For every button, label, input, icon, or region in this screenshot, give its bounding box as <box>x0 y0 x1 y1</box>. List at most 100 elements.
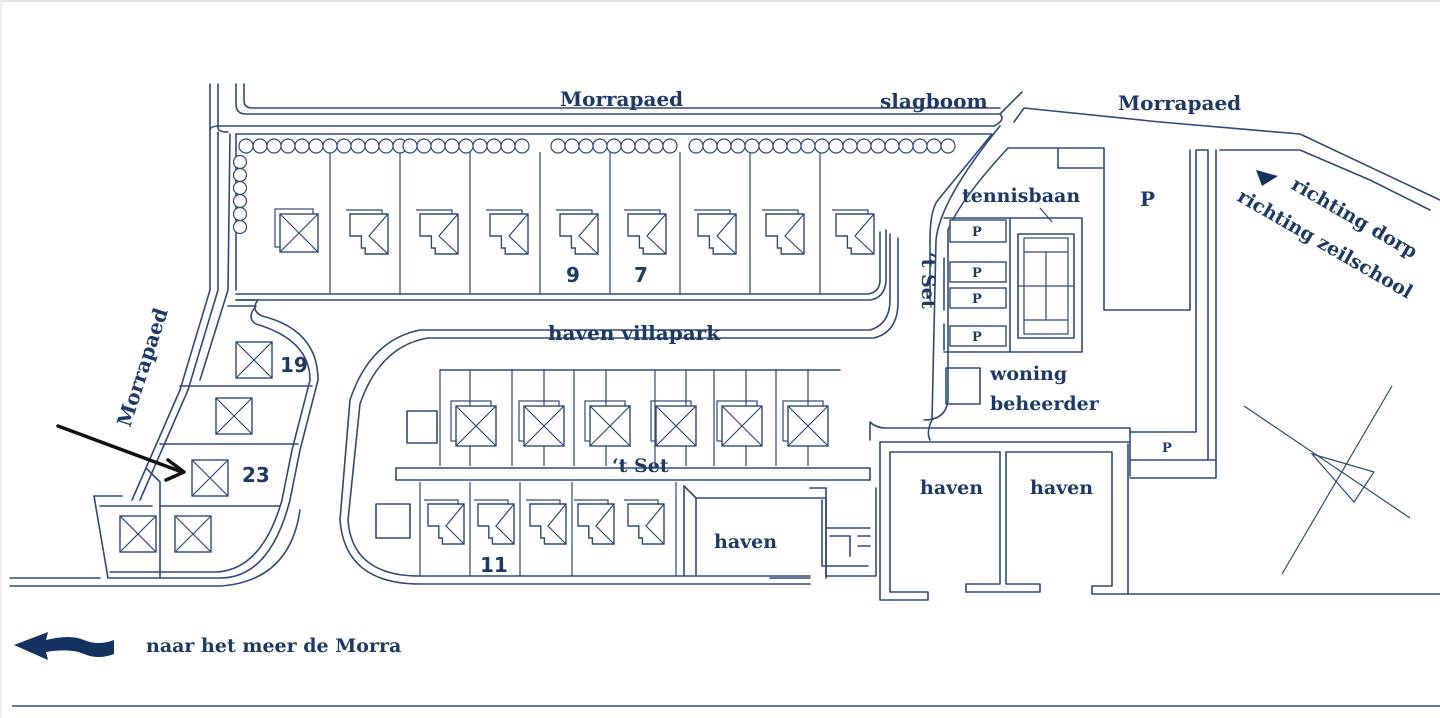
house-square-icon <box>650 400 697 447</box>
tree-icon <box>884 138 900 154</box>
house-l-icon <box>424 499 465 545</box>
left-border <box>0 0 2 718</box>
block-southwest <box>9 299 319 587</box>
label-harbor-3: haven <box>714 531 777 553</box>
tree-icon <box>232 154 248 170</box>
house-number-23: 23 <box>242 463 270 487</box>
house-number-11: 11 <box>480 553 508 577</box>
house-square-icon <box>450 400 497 447</box>
tree-icon <box>634 138 650 154</box>
house-l-icon <box>486 209 529 255</box>
tree-icon <box>232 180 248 196</box>
tree-icon <box>842 138 858 154</box>
label-harbor-2: haven <box>1030 477 1093 499</box>
tree-icon <box>232 206 248 222</box>
house-l-icon <box>346 209 389 255</box>
houses-central <box>450 400 829 447</box>
label-villapark: haven villapark <box>548 321 721 345</box>
tree-icon <box>280 138 296 154</box>
tree-icon <box>500 138 516 154</box>
tree-icon <box>238 138 254 154</box>
house-number-9: 9 <box>566 263 580 287</box>
tree-icon <box>416 138 432 154</box>
tree-icon <box>606 138 622 154</box>
houses-south <box>424 499 665 545</box>
parking-bay-4 <box>949 325 1007 347</box>
house-l-icon <box>762 209 805 255</box>
tree-icon <box>336 138 352 154</box>
house-square-icon <box>274 208 319 253</box>
tree-icon <box>730 138 746 154</box>
road-morrapaed-top <box>209 83 1440 201</box>
house-square-icon <box>716 400 763 447</box>
tree-icon <box>458 138 474 154</box>
tree-icon <box>232 167 248 183</box>
house-l-icon <box>624 209 667 255</box>
house-number-19: 19 <box>280 353 308 377</box>
top-border <box>0 0 1440 2</box>
tree-icon <box>486 138 502 154</box>
tree-row <box>232 138 956 235</box>
house-l-icon <box>526 499 567 545</box>
house-l-icon <box>694 209 737 255</box>
parking-bay-1 <box>949 219 1007 243</box>
house-l-icon <box>574 499 615 545</box>
tree-icon <box>514 138 530 154</box>
house-l-icon <box>416 209 459 255</box>
wavy-arrow-left-icon <box>14 632 114 660</box>
tree-icon <box>662 138 678 154</box>
house-square-icon <box>119 515 157 553</box>
house-square-icon <box>782 400 829 447</box>
road-east <box>1219 149 1431 211</box>
house-l-icon <box>832 209 875 255</box>
label-road-left: Morrapaed <box>112 305 173 430</box>
label-street-vertical: ‘t Set <box>917 252 939 309</box>
house-l-icon <box>624 499 665 545</box>
label-road-top: Morrapaed <box>560 87 683 111</box>
direction-sign: richting dorp richting zeilschool <box>1234 170 1421 303</box>
label-street-horizontal: ‘t Set <box>612 455 669 477</box>
house-square-icon <box>235 341 273 379</box>
tree-icon <box>322 138 338 154</box>
tree-icon <box>828 138 844 154</box>
tree-icon <box>232 219 248 235</box>
tree-icon <box>758 138 774 154</box>
tree-icon <box>814 138 830 154</box>
label-parking-large: P <box>1140 187 1155 211</box>
tree-icon <box>592 138 608 154</box>
triangle-pointer-icon <box>1256 170 1278 186</box>
tree-icon <box>266 138 282 154</box>
parking-bay-2 <box>949 261 1007 283</box>
label-parking-small: P <box>1162 441 1172 456</box>
house-square-icon <box>584 400 631 447</box>
tree-icon <box>786 138 802 154</box>
tree-icon <box>800 138 816 154</box>
tree-icon <box>744 138 760 154</box>
tree-icon <box>294 138 310 154</box>
tree-icon <box>716 138 732 154</box>
house-square-icon <box>518 400 565 447</box>
tree-icon <box>856 138 872 154</box>
tree-icon <box>940 138 956 154</box>
tennis-area <box>923 125 1191 441</box>
tree-icon <box>688 138 704 154</box>
tree-icon <box>550 138 566 154</box>
tree-icon <box>472 138 488 154</box>
tree-icon <box>564 138 580 154</box>
house-l-icon <box>556 209 599 255</box>
arrow-pointer-icon <box>56 424 186 482</box>
tree-icon <box>308 138 324 154</box>
label-barrier: slagboom <box>880 89 988 113</box>
house-l-icon <box>474 499 515 545</box>
label-manager-1: woning <box>989 363 1067 385</box>
house-number-7: 7 <box>634 263 648 287</box>
harbors <box>683 149 1440 601</box>
label-parking-bay-4: P <box>972 330 982 345</box>
label-to-lake: naar het meer de Morra <box>146 635 401 657</box>
tree-icon <box>702 138 718 154</box>
tree-icon <box>402 138 418 154</box>
block-north <box>235 133 993 585</box>
tree-icon <box>620 138 636 154</box>
tree-icon <box>578 138 594 154</box>
